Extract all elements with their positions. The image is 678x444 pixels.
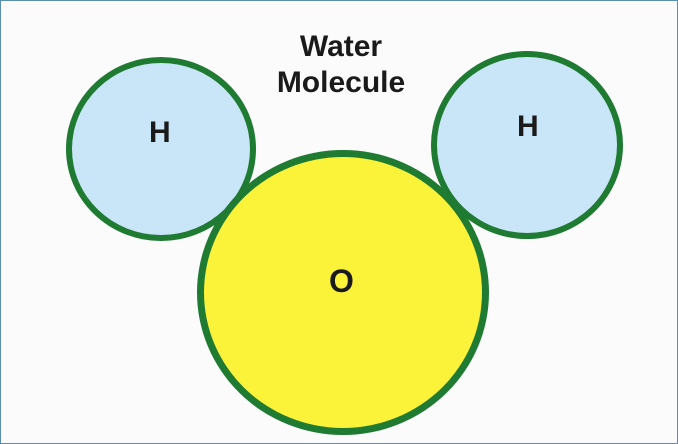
title-line-1: Water: [299, 30, 383, 63]
diagram-title: Water Molecule: [241, 29, 441, 101]
hydrogen-atom-left: [66, 57, 256, 241]
oxygen-atom: [197, 150, 489, 435]
hydrogen-atom-right: [431, 51, 623, 239]
title-line-2: Molecule: [276, 66, 406, 99]
hydrogen-right-label: H: [517, 110, 539, 143]
hydrogen-left-label: H: [149, 116, 171, 149]
oxygen-label: O: [329, 263, 354, 299]
